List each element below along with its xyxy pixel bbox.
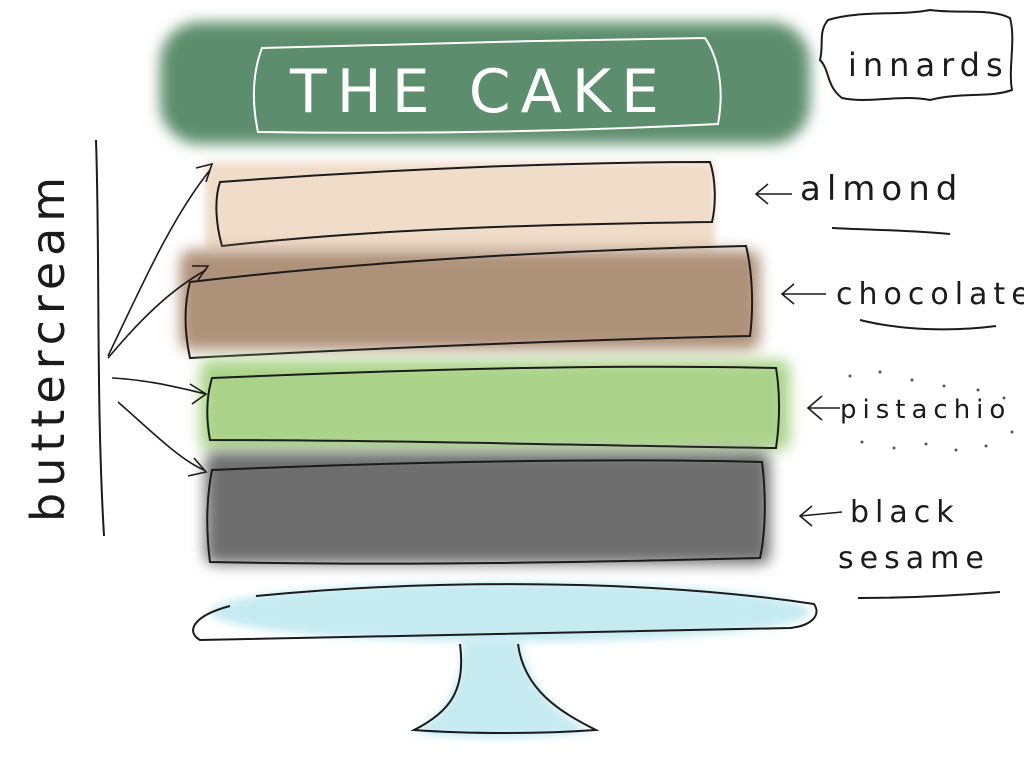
layer-black-sesame-wash [205, 452, 770, 564]
pistachio-label: pistachio [840, 395, 1011, 425]
title-box-outline [252, 36, 722, 134]
innards-cloud-outline [818, 8, 1014, 102]
black-sesame-pointer [798, 505, 843, 527]
layer-almond-outline [215, 160, 716, 248]
cake-stand [192, 582, 818, 738]
layer-pistachio [200, 360, 790, 450]
flavor-label-chocolate: chocolate [780, 277, 1024, 331]
arrow-to-pistachio [111, 377, 207, 395]
buttercream-bracket [95, 139, 105, 537]
almond-label: almond [800, 169, 963, 209]
plate-outline [192, 583, 818, 642]
buttercream-label: buttercream [21, 171, 75, 522]
layer-pistachio-outline [206, 365, 780, 450]
title-band-wash [160, 22, 810, 144]
title-band: THE CAKE [160, 22, 810, 144]
black-sesame-label-line1: black [850, 495, 960, 530]
arrow-to-almond-head [195, 162, 214, 183]
arrow-to-black-sesame [117, 401, 205, 471]
innards-label: innards [848, 46, 1009, 84]
buttercream-arrows [107, 162, 214, 477]
cake-title: THE CAKE [289, 57, 669, 127]
layer-black-sesame [205, 452, 770, 565]
buttercream-annotation: buttercream [21, 139, 105, 537]
layer-pistachio-wash [200, 360, 790, 450]
layer-chocolate-outline [184, 244, 754, 360]
almond-underline [831, 227, 951, 235]
layer-almond-wash [205, 162, 715, 250]
pistachio-pointer [806, 395, 840, 421]
arrow-to-chocolate-head [192, 265, 210, 281]
stand-base-wash [412, 640, 592, 738]
plate-wash [210, 582, 810, 642]
arrow-to-black-sesame-head [187, 457, 208, 477]
stand-outline [410, 643, 600, 734]
innards-note: innards [818, 8, 1014, 102]
layer-chocolate [180, 244, 760, 360]
chocolate-underline [859, 319, 997, 331]
layer-almond [205, 160, 716, 250]
flavor-label-black-sesame: black sesame [798, 495, 1001, 599]
almond-pointer [754, 183, 792, 205]
arrow-to-almond [107, 169, 211, 357]
black-sesame-label-line2: sesame [838, 541, 990, 576]
layer-chocolate-wash [180, 250, 760, 350]
chocolate-label: chocolate [836, 277, 1024, 312]
chocolate-pointer [780, 283, 826, 305]
flavor-label-pistachio: pistachio [806, 370, 1014, 452]
arrow-to-pistachio-head [189, 383, 208, 405]
layer-black-sesame-outline [206, 459, 766, 565]
pistachio-speckles [848, 370, 1014, 452]
flavor-label-almond: almond [754, 169, 963, 235]
black-sesame-underline [857, 591, 1001, 599]
arrow-to-chocolate [107, 269, 207, 359]
